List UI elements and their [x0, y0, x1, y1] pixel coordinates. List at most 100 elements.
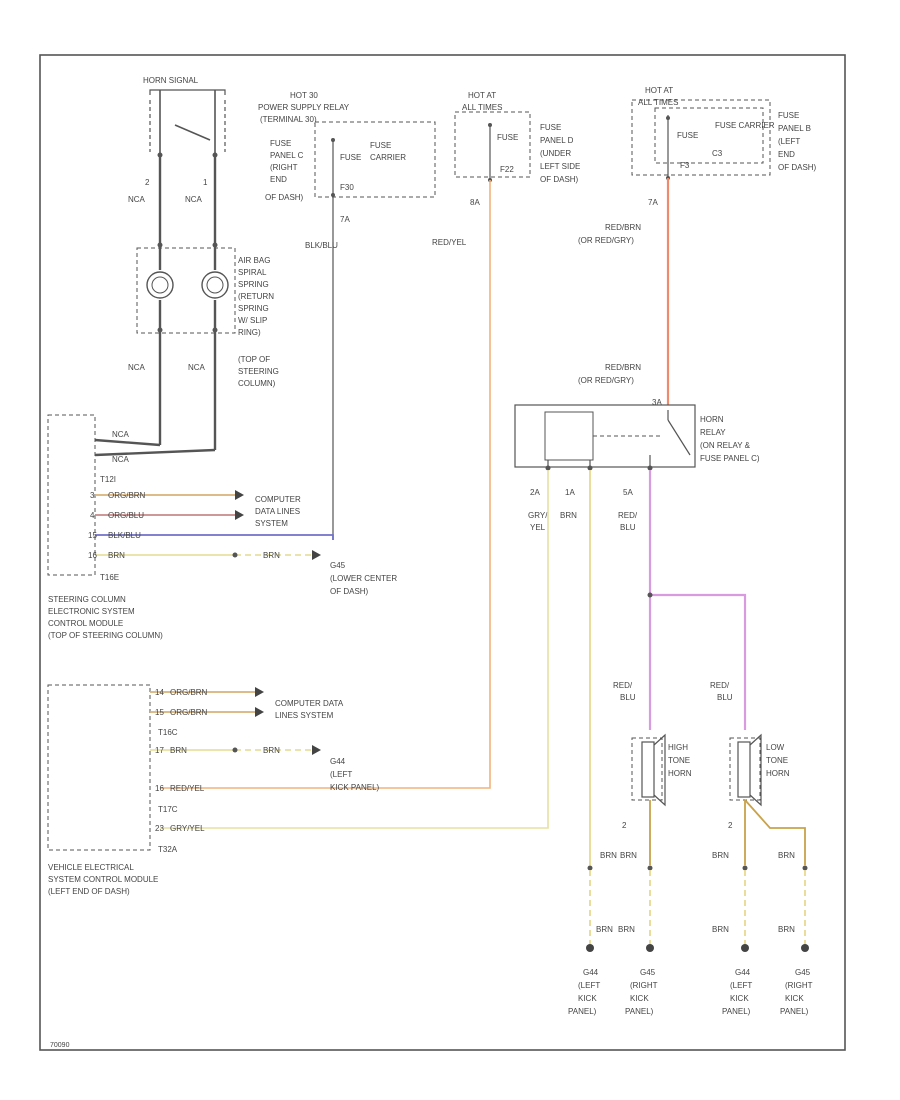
high-label-0: HIGH — [668, 743, 688, 752]
high-wire-1: BLU — [620, 693, 636, 702]
sc-wire-4: BLK/BLU — [108, 531, 141, 540]
psr-fuse-word: FUSE — [370, 141, 391, 150]
vm-ground: G44 — [330, 757, 346, 766]
f3-panel-2: (LEFT — [778, 137, 800, 146]
fuse-f22: HOT AT ALL TIMES FUSE F22 FUSE PANEL D (… — [160, 91, 580, 789]
fuse-f3: HOT AT ALL TIMES FUSE FUSE CARRIER C3 F3… — [578, 86, 817, 405]
relay-out3-1: BLU — [620, 523, 636, 532]
high-pin: 2 — [622, 821, 627, 830]
ground-g44-b — [741, 944, 749, 952]
sc-ground-d0: (LOWER CENTER — [330, 574, 397, 583]
cs-label-5: W/ SLIP — [238, 316, 267, 325]
pin-1: 1 — [203, 178, 208, 187]
vm-conn-2: T17C — [158, 805, 178, 814]
high-wire-0: RED/ — [613, 681, 633, 690]
f3-panel-0: FUSE — [778, 111, 799, 120]
sc-pin-4: 4 — [90, 511, 95, 520]
g1-name: G45 — [640, 968, 656, 977]
sc-pin-16: 16 — [88, 551, 97, 560]
psr-panel-4: OF DASH) — [265, 193, 304, 202]
brn-4b: BRN — [778, 925, 795, 934]
relay-wire-in-alt: (OR RED/GRY) — [578, 376, 634, 385]
pin-2: 2 — [145, 178, 150, 187]
g1-d1: KICK — [630, 994, 649, 1003]
vm-pin-14: 14 — [155, 688, 164, 697]
f22-panel-2: LEFT SIDE — [540, 162, 580, 171]
sc-data-1: DATA LINES — [255, 507, 300, 516]
relay-pin-2a: 2A — [530, 488, 540, 497]
cs-label-0: AIR BAG — [238, 256, 270, 265]
psr-panel-0: FUSE — [270, 139, 291, 148]
sc-conn-top: T12I — [100, 475, 116, 484]
g0-d0: (LEFT — [578, 981, 600, 990]
g0-d2: PANEL) — [568, 1007, 597, 1016]
vm-pin-15: 15 — [155, 708, 164, 717]
ground-g45-a — [646, 944, 654, 952]
brn-1a: BRN — [600, 851, 617, 860]
relay-label-1: RELAY — [700, 428, 726, 437]
psr-panel-3: END — [270, 175, 287, 184]
vm-ground-d0: (LEFT — [330, 770, 352, 779]
figure-id: 70090 — [50, 1042, 70, 1049]
sc-wire-5: BRN — [108, 551, 125, 560]
psr-panel-1: PANEL C — [270, 151, 304, 160]
psr-line-0: POWER SUPPLY RELAY — [258, 103, 350, 112]
relay-out2: BRN — [560, 511, 577, 520]
ground-g45-b — [801, 944, 809, 952]
relay-pin-5a: 5A — [623, 488, 633, 497]
cs-label-9: COLUMN) — [238, 379, 276, 388]
psr-carrier: CARRIER — [370, 153, 406, 162]
sc-ground-wire: BRN — [263, 551, 280, 560]
f22-panel-0: PANEL D — [540, 136, 574, 145]
g2-name: G44 — [735, 968, 751, 977]
relay-top-pin: 3A — [652, 398, 662, 407]
brn-1b: BRN — [596, 925, 613, 934]
wire-nca-4: NCA — [188, 363, 206, 372]
relay-out1-0: GRY/ — [528, 511, 548, 520]
f3-carrier-no: C3 — [712, 149, 723, 158]
sc-label-2: CONTROL MODULE — [48, 619, 123, 628]
power-supply-relay: HOT 30 POWER SUPPLY RELAY (TERMINAL 30) … — [258, 91, 436, 540]
g3-d2: PANEL) — [780, 1007, 809, 1016]
psr-fuse: FUSE — [340, 153, 361, 162]
low-label-2: HORN — [766, 769, 790, 778]
relay-label-2: (ON RELAY & — [700, 441, 751, 450]
f3-hot-sub: ALL TIMES — [638, 98, 678, 107]
vm-pin-23: 23 — [155, 824, 164, 833]
diagram-frame — [39, 54, 846, 1051]
high-label-1: TONE — [668, 756, 690, 765]
relay-pin-1a: 1A — [565, 488, 575, 497]
sc-wire-3: ORG/BLU — [108, 511, 144, 520]
g1-d2: PANEL) — [625, 1007, 654, 1016]
ground-g44-a — [586, 944, 594, 952]
f22-hot: HOT AT — [468, 91, 496, 100]
sc-label-0: STEERING COLUMN — [48, 595, 126, 604]
lower-grounds: BRN BRN BRN BRN BRN BRN BRN BRN G44 (LEF… — [568, 851, 813, 1016]
vm-wire-1: ORG/BRN — [170, 708, 208, 717]
f3-panel-1: PANEL B — [778, 124, 811, 133]
steering-column-module: NCA NCA T12I 3 ORG/BRN 4 ORG/BLU 15 BLK/… — [47, 414, 397, 640]
g2-d0: (LEFT — [730, 981, 752, 990]
relay-label-3: FUSE PANEL C) — [700, 454, 760, 463]
f22-wire-color: RED/YEL — [432, 238, 467, 247]
cs-label-8: STEERING — [238, 367, 279, 376]
vm-data-0: COMPUTER DATA — [275, 699, 344, 708]
sc-pin-15: 15 — [88, 531, 97, 540]
vm-wire-0: ORG/BRN — [170, 688, 208, 697]
f22-hot-sub: ALL TIMES — [462, 103, 502, 112]
g3-name: G45 — [795, 968, 811, 977]
horn-relay: RED/BRN (OR RED/GRY) 3A HORN RELAY (ON R… — [160, 363, 760, 865]
cs-label-4: SPRING — [238, 304, 269, 313]
vehicle-electrical-module: 14 ORG/BRN 15 ORG/BRN COMPUTER DATA LINE… — [47, 684, 380, 896]
high-tone-horn: RED/ BLU HIGH TONE HORN 2 — [613, 681, 692, 865]
psr-wire-gauge: 7A — [340, 215, 350, 224]
low-pin: 2 — [728, 821, 733, 830]
vm-data-1: LINES SYSTEM — [275, 711, 334, 720]
vm-wire-3: RED/YEL — [170, 784, 205, 793]
psr-panel-2: (RIGHT — [270, 163, 298, 172]
g0-d1: KICK — [578, 994, 597, 1003]
horn-switch: HORN SIGNAL 2 1 NCA NCA — [128, 76, 226, 204]
f22-panel-label: FUSE — [540, 123, 561, 132]
g3-d0: (RIGHT — [785, 981, 813, 990]
